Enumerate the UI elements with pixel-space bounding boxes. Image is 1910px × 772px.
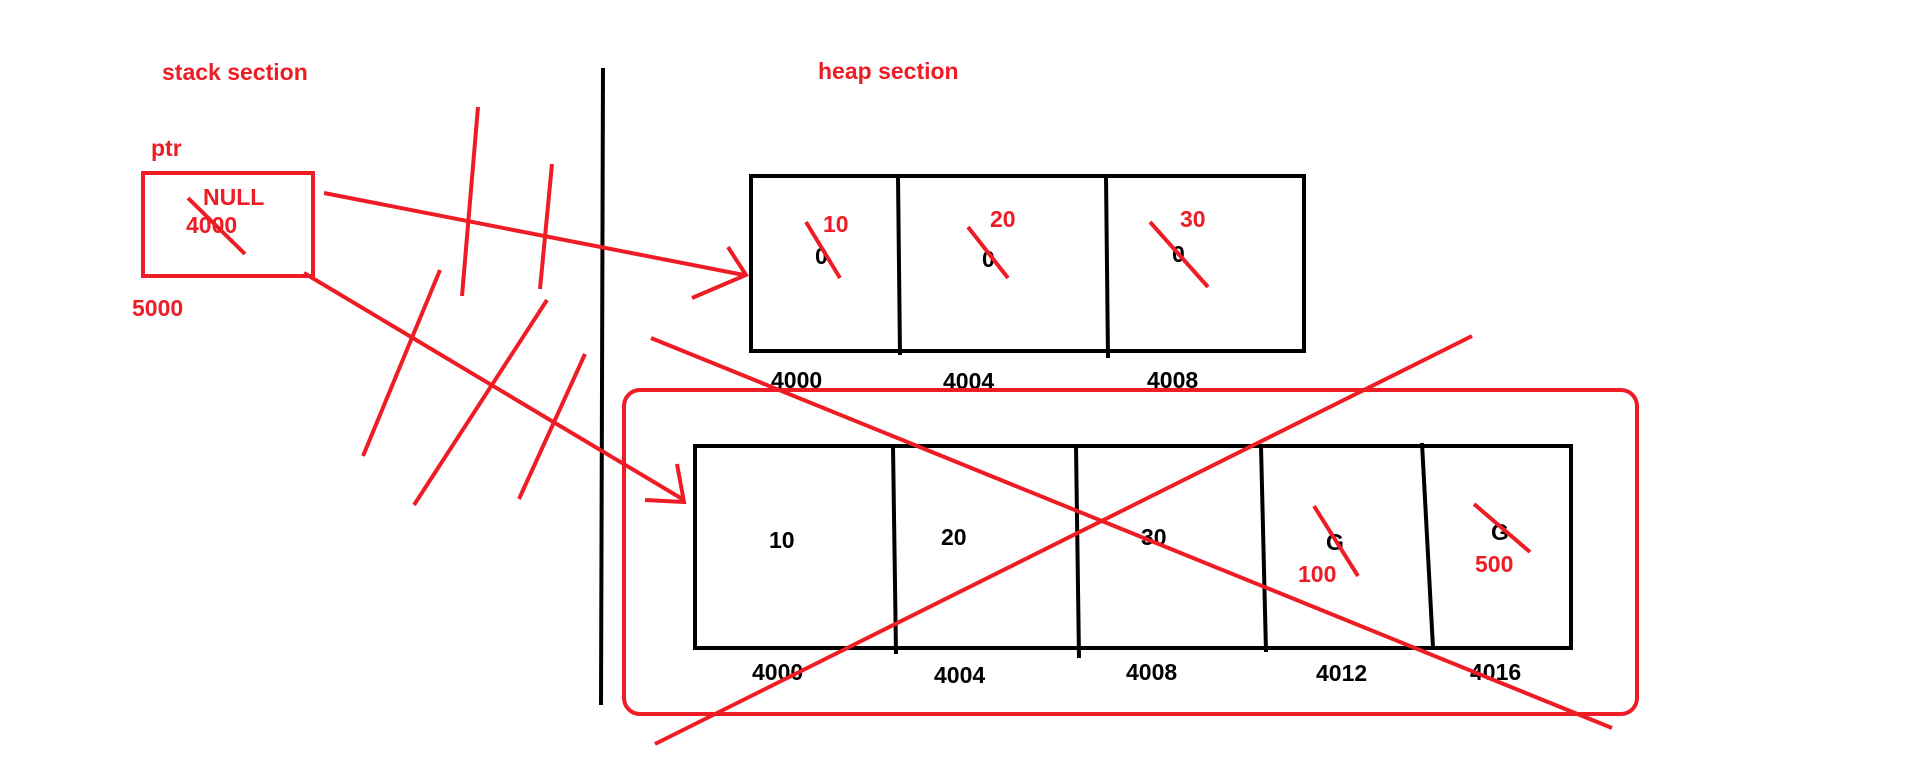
scribble-2 bbox=[538, 163, 554, 290]
stack-heap-divider bbox=[599, 67, 605, 706]
block-1-cell-strike bbox=[804, 220, 842, 280]
block-2-cell-new-value: 500 bbox=[1475, 551, 1513, 577]
arrow-to-block-1 bbox=[323, 191, 745, 277]
block-1-cell-strike bbox=[966, 225, 1010, 280]
heap-block-2-frame bbox=[693, 444, 1573, 650]
heap-block-1-divider-2 bbox=[1104, 175, 1110, 359]
heap-section-label: heap section bbox=[818, 58, 959, 84]
heap-block-1-frame bbox=[749, 174, 1306, 353]
block-1-cell-value: 0 bbox=[982, 246, 995, 272]
heap-block-2: 10 4000 20 4004 30 4008 G 100 4012 G 500… bbox=[622, 334, 1639, 746]
block-1-cell-new-value: 10 bbox=[823, 211, 849, 237]
ptr-null-value: NULL bbox=[203, 184, 264, 210]
scribble-1 bbox=[460, 106, 480, 297]
block-2-cell-value: 10 bbox=[769, 527, 795, 553]
ptr-new-value: 4000 bbox=[186, 212, 237, 238]
heap-block-2-divider-2 bbox=[1074, 445, 1081, 659]
ptr-label: ptr bbox=[151, 135, 182, 161]
arrow-to-block-2 bbox=[302, 271, 686, 502]
heap-block-2-divider-4 bbox=[1420, 442, 1435, 649]
block-2-cell-address: 4008 bbox=[1126, 659, 1177, 685]
block-2-cell-address: 4012 bbox=[1316, 660, 1367, 686]
block-2-cell-address: 4004 bbox=[934, 662, 985, 688]
block-2-cell-strike bbox=[1312, 504, 1360, 578]
block-2-cell-value: 20 bbox=[941, 524, 967, 550]
heap-block-2-divider-3 bbox=[1259, 445, 1268, 653]
block-1-cell-strike bbox=[1148, 220, 1210, 289]
heap-block-2-divider-1 bbox=[891, 445, 898, 655]
block-2-cross-out-1 bbox=[650, 336, 1613, 730]
ptr-strike bbox=[186, 196, 247, 256]
stack-section-label: stack section bbox=[162, 59, 308, 85]
block-2-cell-strike bbox=[1472, 502, 1532, 554]
arrow-head-1 bbox=[691, 245, 749, 300]
block-1-cell-new-value: 30 bbox=[1180, 206, 1206, 232]
ptr-address: 5000 bbox=[132, 295, 183, 321]
scribble-5 bbox=[517, 353, 587, 500]
ptr-box bbox=[141, 171, 315, 278]
heap-block-1-divider-1 bbox=[896, 175, 902, 356]
block-2-cross-out-2 bbox=[654, 334, 1473, 746]
arrow-head-2 bbox=[644, 463, 687, 505]
heap-block-1: 0 10 4000 0 20 4004 0 30 4008 bbox=[749, 174, 1306, 394]
scribble-4 bbox=[412, 298, 549, 507]
scribble-3 bbox=[361, 269, 442, 457]
block-2-cell-new-value: 100 bbox=[1298, 561, 1336, 587]
block-1-cell-new-value: 20 bbox=[990, 206, 1016, 232]
heap-block-2-outline bbox=[622, 388, 1639, 716]
block-2-cell-value: G bbox=[1491, 519, 1509, 545]
